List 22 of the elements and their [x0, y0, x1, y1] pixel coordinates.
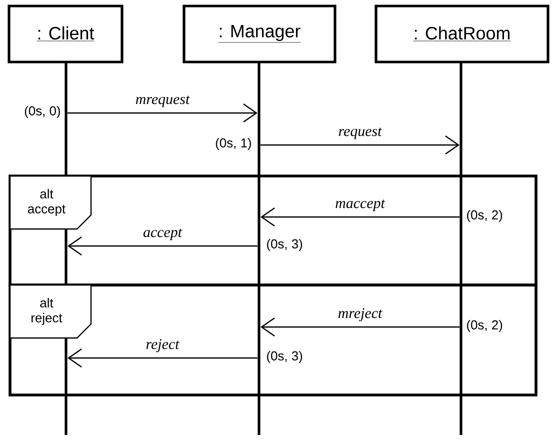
timestamp-label: (0s, 3): [267, 238, 302, 252]
object-box: : Client: [8, 4, 124, 64]
timestamp-label: (0s, 3): [267, 350, 302, 364]
lifeline: [460, 62, 462, 435]
message-arrow: [68, 104, 258, 122]
fragment-tag: alt accept: [9, 175, 92, 230]
object-box: : Manager: [182, 4, 336, 64]
message-arrow: [260, 318, 460, 336]
message-arrow: [260, 208, 460, 226]
fragment-tag: alt reject: [9, 284, 92, 339]
message-arrow: [68, 348, 258, 368]
message-label: request: [338, 128, 382, 140]
message-label: reject: [146, 339, 180, 352]
message-label: mreject: [338, 308, 382, 322]
message-arrow: [260, 136, 460, 154]
message-label: accept: [143, 228, 182, 240]
object-box: : ChatRoom: [374, 4, 550, 64]
lifeline: [258, 62, 260, 435]
message-label: mrequest: [136, 96, 190, 108]
timestamp-label: (0s, 2): [467, 320, 502, 332]
message-arrow: [68, 236, 258, 256]
message-label: maccept: [336, 200, 386, 212]
